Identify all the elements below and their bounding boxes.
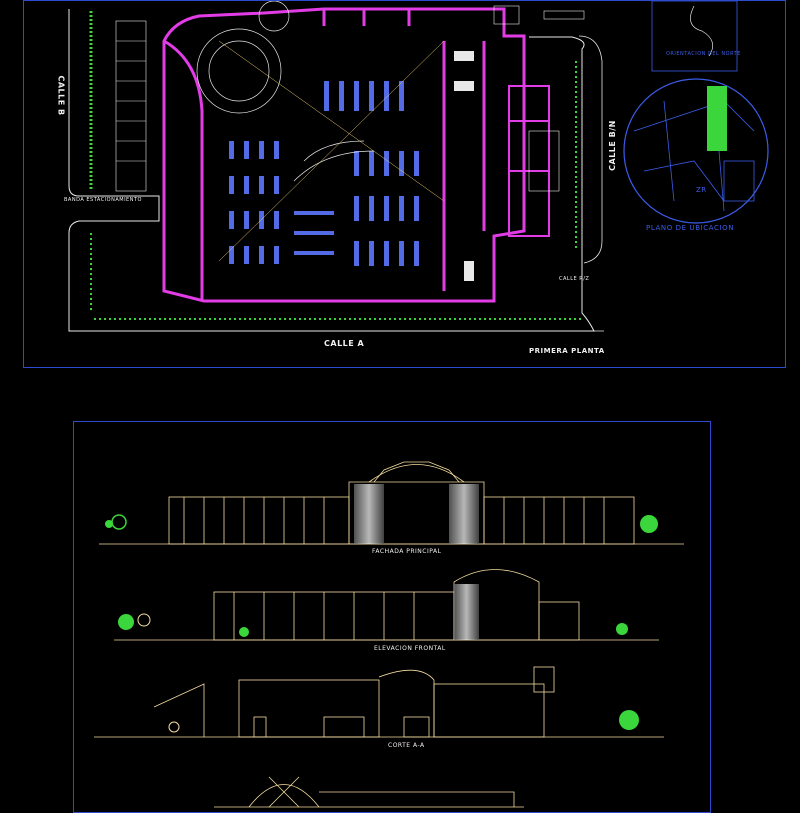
section-a-caption: CORTE A-A: [388, 742, 425, 749]
floor-plan-drawing: [68, 1, 769, 332]
elevations-sheet: FACHADA PRINCIPAL ELEVACION FRONTAL CORT…: [73, 421, 711, 813]
elevations-drawing: [94, 461, 684, 808]
zone-label: ZR: [696, 186, 707, 194]
street-label-bottom: CALLE A: [324, 339, 365, 348]
street-tag-right: CALLE R/Z: [559, 276, 590, 282]
north-caption: ORIENTACION DEL NORTE: [666, 51, 741, 57]
front-facade-caption: FACHADA PRINCIPAL: [372, 548, 442, 555]
location-plan-caption: PLANO DE UBICACION: [646, 224, 735, 232]
street-label-right: CALLE B/N: [607, 120, 617, 171]
street-label-left: CALLE B: [56, 75, 66, 116]
plan-caption: PRIMERA PLANTA: [529, 347, 605, 355]
front-elevation-caption: ELEVACION FRONTAL: [374, 645, 446, 652]
parking-tag: BANDA ESTACIONAMIENTO: [64, 197, 142, 203]
floor-plan-sheet: CALLE B CALLE B/N CALLE A PRIMERA PLANTA…: [23, 0, 786, 368]
